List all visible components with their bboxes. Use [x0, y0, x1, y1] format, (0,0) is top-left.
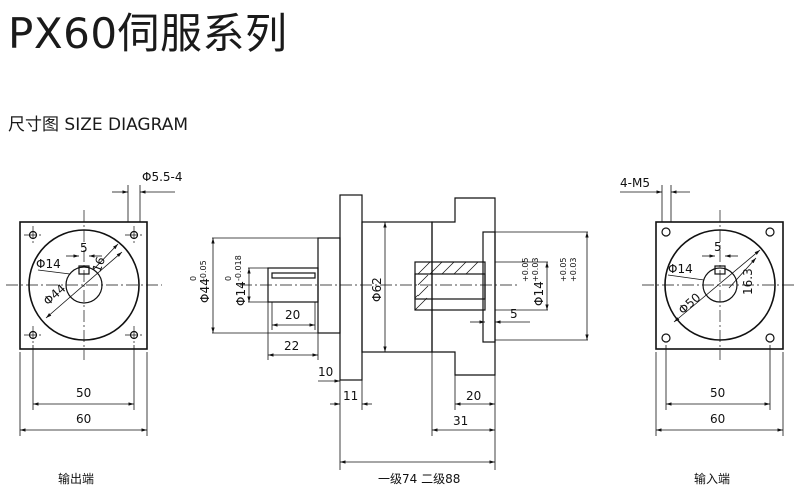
side-step-len: 11 [343, 389, 358, 403]
input-flange-square [655, 221, 784, 350]
section-subtitle: 尺寸图 SIZE DIAGRAM [8, 115, 189, 135]
page-title: PX60伺服系列 [8, 9, 288, 58]
thread-hole [661, 333, 671, 343]
shaft-key [271, 272, 316, 279]
input-key-width: 5 [714, 240, 722, 254]
side-bore-tol2-upper: +0.05 [559, 257, 568, 282]
side-shaft-tol-lower: -0.018 [234, 255, 243, 281]
side-flange-thk: 10 [318, 365, 333, 379]
output-boss [317, 237, 341, 334]
side-keyway-offset: 5 [510, 307, 518, 321]
side-total-len: 一级74 二级88 [378, 472, 460, 486]
thread-hole [765, 333, 775, 343]
output-bolt-span: 50 [76, 386, 91, 400]
input-end-view: 4-M5 5 Φ14 16.3 Φ50 50 60 输入端 [620, 176, 796, 486]
output-shaft-dia: Φ14 [36, 257, 61, 271]
input-thread-label: 4-M5 [620, 176, 650, 190]
thread-hole [661, 227, 671, 237]
side-bore-tol-upper: +0.05 [521, 257, 530, 282]
side-bore-tol-lower: +0.03 [531, 257, 540, 282]
side-section-view: Φ44 0 -0.05 Φ14 0 -0.018 Φ62 Φ14 +0.05 +… [189, 194, 589, 486]
side-shaft-tol-upper: 0 [224, 276, 233, 281]
output-key-width: 5 [80, 241, 88, 255]
side-output-tol-upper: 0 [189, 276, 198, 281]
side-bore-dia: Φ14 [532, 281, 546, 306]
output-flange [339, 194, 363, 381]
output-hole-label: Φ5.5-4 [142, 170, 183, 184]
input-flange-width: 60 [710, 412, 725, 426]
side-bore-tol2-lower: +0.03 [569, 257, 578, 282]
input-pcd: Φ50 [676, 290, 704, 317]
output-end-caption: 输出端 [58, 471, 94, 486]
input-bolt-span: 50 [710, 386, 725, 400]
input-end-caption: 输入端 [694, 471, 730, 486]
output-flange-square [19, 221, 148, 350]
side-shaft-dia: Φ14 [234, 281, 248, 306]
side-key-len: 20 [285, 308, 300, 322]
bore-hatching [414, 261, 479, 311]
side-body-dia: Φ62 [370, 277, 384, 302]
input-key-height: 16.3 [741, 268, 755, 295]
output-pcd: Φ44 [41, 281, 69, 308]
side-output-dia: Φ44 [198, 278, 212, 303]
output-flange-width: 60 [76, 412, 91, 426]
input-bore-dia: Φ14 [668, 262, 693, 276]
input-bore [414, 261, 486, 311]
output-end-view: Φ5.5-4 5 Φ14 16 Φ44 50 60 输出端 [6, 170, 183, 486]
side-input-len: 20 [466, 389, 481, 403]
side-shaft-len: 22 [284, 339, 299, 353]
side-motor-len: 31 [453, 414, 468, 428]
thread-hole [765, 227, 775, 237]
side-output-tol-lower: -0.05 [199, 260, 208, 281]
